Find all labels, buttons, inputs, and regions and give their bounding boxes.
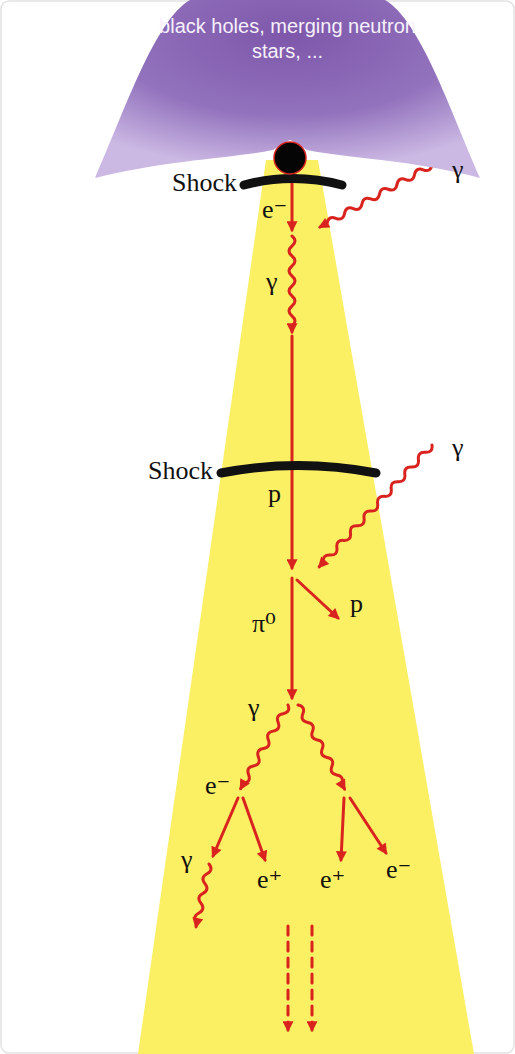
- photon-track: [317, 443, 434, 569]
- photon-track: [319, 162, 434, 229]
- positron-track: [341, 798, 344, 860]
- shock-front: [221, 466, 376, 474]
- particle-label: e⁺: [257, 866, 282, 894]
- particle-label: γ: [248, 694, 260, 722]
- particle-label: γ: [266, 268, 278, 296]
- shock-label: Shock: [172, 169, 237, 197]
- particle-label: π⁰: [252, 610, 276, 638]
- particle-label: e⁻: [262, 196, 287, 224]
- jet-cone: [138, 160, 474, 1054]
- electron-track: [213, 798, 238, 856]
- particle-label: γ: [181, 846, 193, 874]
- cascade-track: [287, 926, 290, 1030]
- photon-track: [289, 236, 295, 332]
- shock-front: [244, 179, 342, 186]
- photon-track: [295, 704, 347, 791]
- particle-label: e⁻: [205, 772, 230, 800]
- photon-track: [193, 863, 212, 927]
- proton-track: [291, 336, 294, 568]
- shock-label: Shock: [148, 457, 213, 485]
- source-dome: [95, 0, 480, 178]
- particle-label: e⁺: [320, 866, 345, 894]
- particle-label: p: [268, 480, 281, 508]
- electron-track: [291, 176, 294, 230]
- source-region: black holes, merging neutron stars, ...: [95, 0, 480, 180]
- proton-track: [297, 580, 338, 618]
- particle-label: p: [350, 590, 363, 618]
- photon-track: [238, 704, 290, 791]
- positron-track: [243, 798, 265, 860]
- black-hole: [274, 142, 306, 174]
- source-caption: black holes, merging neutron stars, ...: [158, 0, 418, 64]
- electron-track: [350, 798, 386, 853]
- particle-label: γ: [452, 156, 464, 184]
- cascade-track: [311, 926, 314, 1030]
- particle-label: γ: [452, 434, 464, 462]
- particle-label: e⁻: [386, 856, 411, 884]
- pion-track: [291, 578, 294, 698]
